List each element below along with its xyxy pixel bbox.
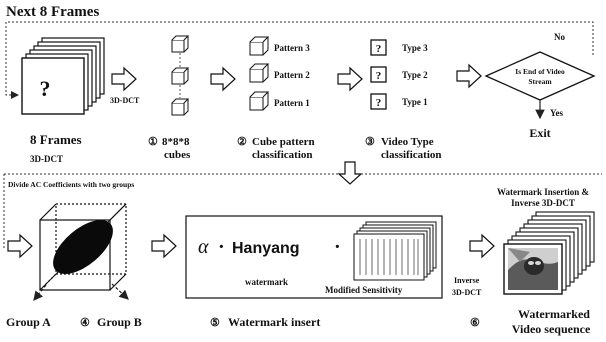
pattern-cube-2: [249, 63, 270, 83]
small-cubes: [171, 35, 190, 116]
exit-label: Exit: [529, 126, 550, 140]
no-label: No: [554, 32, 565, 42]
arrow-frames-to-cubes: [111, 66, 137, 92]
dot-2: ·: [334, 236, 341, 258]
small-cube-2: [171, 67, 190, 85]
output-label-2: Video sequence: [512, 322, 591, 336]
frames-stack: [21, 37, 105, 115]
arrow-patterns-to-types: [337, 66, 363, 92]
dot-1: ·: [218, 236, 225, 258]
alpha-symbol: α: [198, 236, 209, 258]
type-1-box: [370, 93, 387, 110]
hanyang-text: Hanyang: [232, 240, 300, 257]
group-b-label: Group B: [97, 315, 142, 329]
decision-line-2: Stream: [528, 77, 552, 86]
separator-dashes: [3, 173, 602, 248]
insert-label: Watermark insert: [228, 315, 320, 329]
watermark-caption: watermark: [245, 277, 288, 287]
pattern-cube-1: [249, 91, 270, 111]
wm-title-1: Watermark Insertion &: [497, 187, 589, 197]
type-2-box: [370, 66, 387, 83]
pattern-label-1: Cube pattern: [252, 136, 315, 148]
step2-number: ②: [237, 136, 247, 148]
type-1-label: Type 1: [402, 97, 428, 107]
down-arrow: [337, 161, 363, 185]
arrow-to-output: [469, 233, 495, 259]
type-3-box: [370, 39, 387, 56]
inverse-label-2: 3D-DCT: [452, 288, 482, 297]
inverse-label-1: Inverse: [454, 276, 480, 285]
dct-arrow-label: 3D-DCT: [110, 96, 140, 105]
cubes-label-2: cubes: [164, 149, 191, 161]
sensitivity-pattern: [359, 239, 419, 275]
frames-question-mark: ?: [40, 76, 51, 101]
dct-bottom-label: 3D-DCT: [30, 154, 63, 164]
cubes-label-1: 8*8*8: [162, 136, 190, 148]
type-3-mark: ?: [376, 43, 382, 55]
decision-diamond: [484, 51, 596, 101]
pattern-1-label: Pattern 1: [274, 98, 310, 108]
type-3-label: Type 3: [402, 43, 428, 53]
wm-title-2: Inverse 3D-DCT: [511, 198, 575, 208]
pattern-cubes: [249, 36, 270, 111]
type-2-mark: ?: [376, 70, 382, 82]
pattern-3-label: Pattern 3: [274, 43, 310, 53]
header-title: Next 8 Frames: [6, 4, 99, 20]
pattern-cube-3: [249, 36, 270, 56]
arrow-types-to-decision: [456, 63, 482, 89]
watermarked-image-thumb: [508, 248, 558, 290]
step1-number: ①: [148, 136, 158, 148]
group-arrows: [33, 283, 129, 301]
arrow-to-watermark: [151, 233, 177, 259]
pattern-label-2: classification: [252, 149, 313, 161]
yes-label: Yes: [550, 108, 563, 118]
divide-label: Divide AC Coefficients with two groups: [8, 180, 134, 189]
type-2-label: Type 2: [402, 70, 428, 80]
type-label-2: classification: [381, 149, 442, 161]
arrow-cubes-to-patterns: [210, 66, 236, 92]
pattern-2-label: Pattern 2: [274, 70, 310, 80]
frames-label: 8 Frames: [30, 132, 82, 147]
output-label-1: Watermarked: [518, 307, 590, 321]
step6-number: ⑥: [470, 317, 480, 329]
small-cube-1: [171, 35, 190, 53]
small-cube-3: [171, 98, 190, 116]
decision-line-1: Is End of Video: [515, 67, 565, 76]
type-boxes: [370, 39, 387, 110]
coefficient-ellipse: [53, 220, 113, 274]
type-1-mark: ?: [376, 97, 382, 109]
step5-number: ⑤: [210, 317, 220, 329]
type-label-1: Video Type: [381, 136, 434, 148]
group-a-label: Group A: [6, 315, 51, 329]
step4-number: ④: [80, 317, 90, 329]
sensitivity-caption: Modified Sensitivity: [325, 285, 403, 295]
feedback-loop: [5, 21, 594, 99]
step3-number: ③: [365, 136, 375, 148]
arrow-to-cube: [7, 233, 33, 259]
